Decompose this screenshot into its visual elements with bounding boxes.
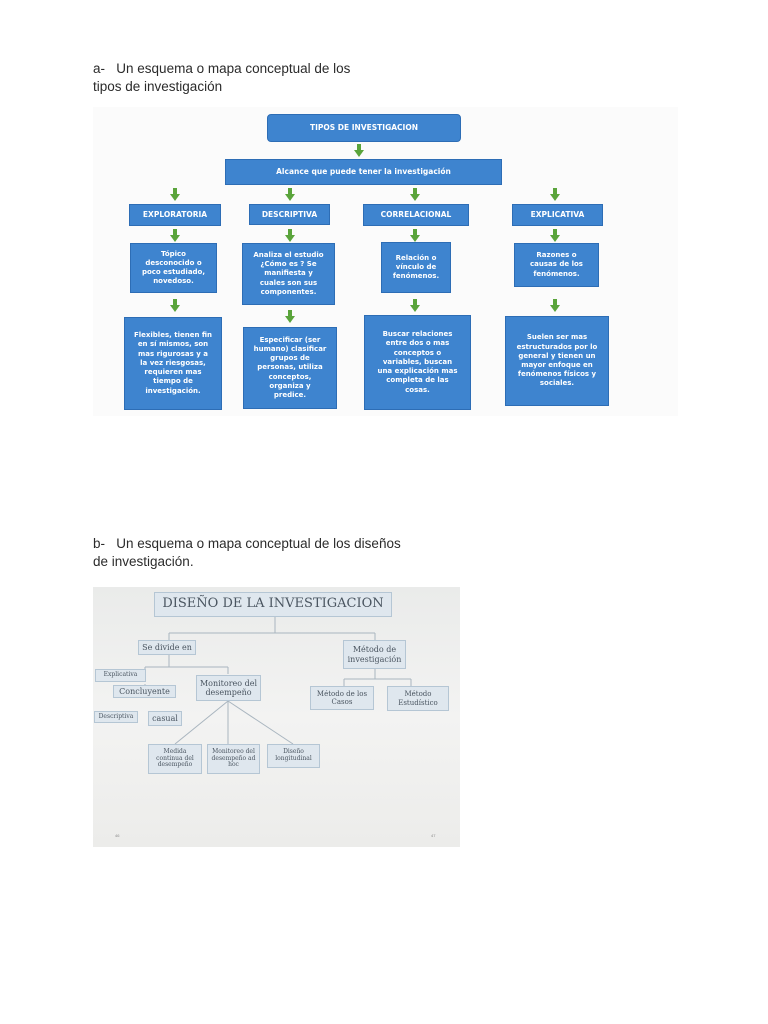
- tipos-investigacion-diagram: TIPOS DE INVESTIGACION Alcance que puede…: [93, 107, 678, 416]
- casual-node: casual: [148, 711, 182, 726]
- arrow-icon: [410, 188, 420, 201]
- arrow-icon: [550, 229, 560, 242]
- arrow-icon: [170, 188, 180, 201]
- arrow-icon: [285, 229, 295, 242]
- descriptiva-node: Descriptiva: [94, 711, 138, 723]
- type-detail-descriptiva: Especificar (ser humano) clasificar grup…: [243, 327, 337, 409]
- type-title-correlacional: CORRELACIONAL: [363, 204, 469, 226]
- type-title-explicativa: EXPLICATIVA: [512, 204, 603, 226]
- type-title-descriptiva: DESCRIPTIVA: [249, 204, 330, 225]
- question-b: b- Un esquema o mapa conceptual de los d…: [93, 535, 401, 571]
- type-desc-correlacional: Relación o vínculo de fenómenos.: [381, 242, 451, 293]
- question-b-line1: b- Un esquema o mapa conceptual de los d…: [93, 536, 401, 551]
- diseno-title-node: DISEÑO DE LA INVESTIGACION: [154, 592, 392, 617]
- arrow-icon: [170, 229, 180, 242]
- arrow-icon: [285, 188, 295, 201]
- monitoreo-node: Monitoreo del desempeño: [196, 675, 261, 701]
- question-a-line2: tipos de investigación: [93, 79, 223, 94]
- arrow-icon: [550, 188, 560, 201]
- question-a-line1: a- Un esquema o mapa conceptual de los: [93, 61, 351, 76]
- metodo-estudistico-node: Método Estudístico: [387, 686, 449, 711]
- arrow-icon: [550, 299, 560, 312]
- metodo-casos-node: Método de los Casos: [310, 686, 374, 710]
- explicativa-node: Explicativa: [95, 669, 146, 682]
- arrow-icon: [285, 310, 295, 323]
- root-node: TIPOS DE INVESTIGACION: [267, 114, 461, 142]
- diseno-longitudinal-node: Diseño longitudinal: [267, 744, 320, 768]
- se-divide-node: Se divide en: [138, 640, 196, 655]
- slide-number-left: 46: [115, 833, 120, 838]
- metodo-investigacion-node: Método de investigación: [343, 640, 406, 669]
- monitoreo-ad-hoc-node: Monitoreo del desempeño ad hoc: [207, 744, 260, 774]
- arrow-icon: [410, 299, 420, 312]
- type-desc-explicativa: Razones o causas de los fenómenos.: [514, 243, 599, 287]
- type-desc-exploratoria: Tópico desconocido o poco estudiado, nov…: [130, 243, 217, 293]
- type-detail-exploratoria: Flexibles, tienen fin en sí mismos, son …: [124, 317, 222, 410]
- type-title-exploratoria: EXPLORATORIA: [129, 204, 221, 226]
- medida-continua-node: Medida continua del desempeño: [148, 744, 202, 774]
- alcance-node: Alcance que puede tener la investigación: [225, 159, 502, 185]
- question-a: a- Un esquema o mapa conceptual de los t…: [93, 60, 350, 96]
- type-desc-descriptiva: Analiza el estudio ¿Cómo es ? Se manifie…: [242, 243, 335, 305]
- concluyente-node: Concluyente: [113, 685, 176, 698]
- arrow-icon: [354, 144, 364, 157]
- arrow-icon: [410, 229, 420, 242]
- type-detail-correlacional: Buscar relaciones entre dos o mas concep…: [364, 315, 471, 410]
- diseno-investigacion-diagram: DISEÑO DE LA INVESTIGACION Se divide en …: [93, 587, 460, 847]
- slide-number-right: 47: [431, 833, 436, 838]
- question-b-line2: de investigación.: [93, 554, 194, 569]
- arrow-icon: [170, 299, 180, 312]
- type-detail-explicativa: Suelen ser mas estructurados por lo gene…: [505, 316, 609, 406]
